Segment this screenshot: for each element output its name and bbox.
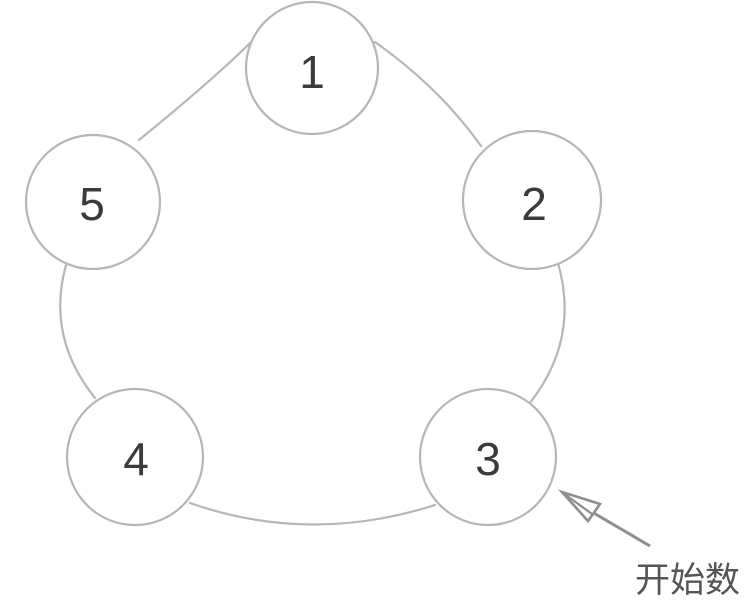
node-circle-4[interactable] xyxy=(65,387,205,527)
start-annotation xyxy=(557,489,651,548)
edge-4-to-5 xyxy=(59,263,97,400)
node-label-4: 4 xyxy=(123,433,149,485)
node-label-5: 5 xyxy=(79,178,105,230)
edge-3-to-4 xyxy=(188,501,437,526)
node-circle-2[interactable] xyxy=(461,129,603,271)
edge-1-to-2 xyxy=(373,40,483,148)
node-label-1: 1 xyxy=(299,46,325,98)
edge-2-to-3 xyxy=(527,261,566,406)
node-label-3: 3 xyxy=(475,433,501,485)
node-label-2: 2 xyxy=(521,178,547,230)
edge-group xyxy=(59,40,566,526)
node-circle-5[interactable] xyxy=(24,133,162,271)
node-group xyxy=(24,0,603,527)
annotation-arrow-shaft xyxy=(591,510,651,548)
node-label-group: 1 2 3 4 5 xyxy=(79,46,547,485)
node-circle-3[interactable] xyxy=(418,387,558,527)
annotation-arrow-head-crease xyxy=(562,492,593,515)
annotation-label: 开始数 xyxy=(635,561,740,600)
node-circle-1[interactable] xyxy=(244,0,380,136)
edge-5-to-1 xyxy=(137,41,252,142)
